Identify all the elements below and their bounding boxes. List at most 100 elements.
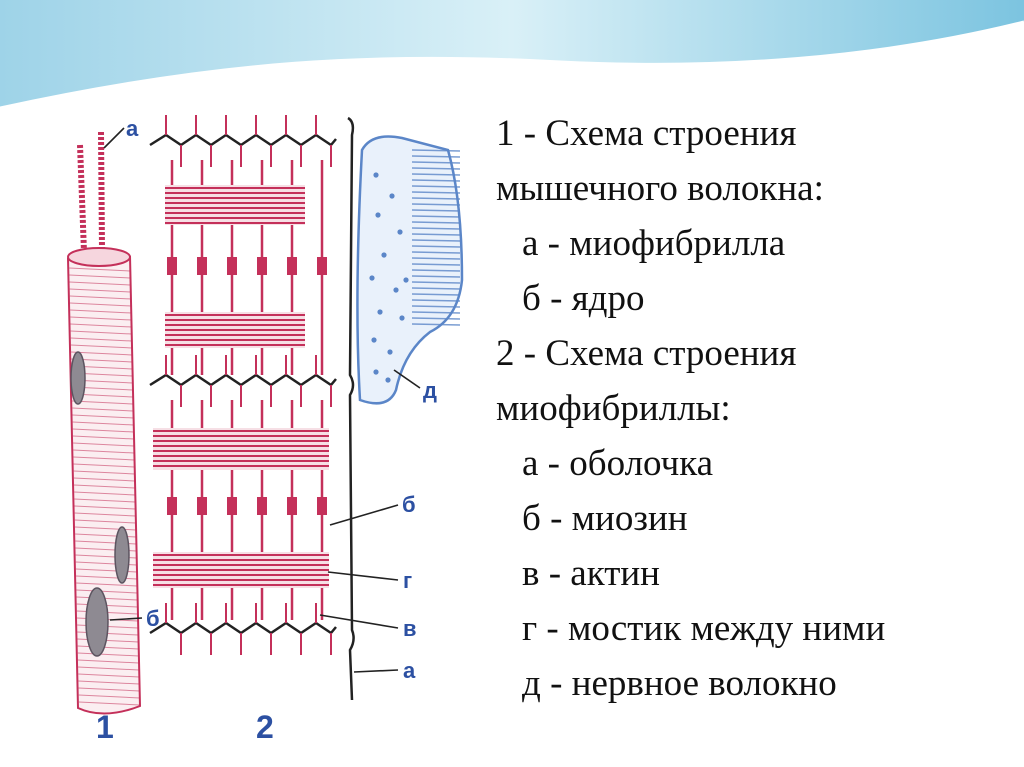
fiber-striation <box>69 295 131 300</box>
legend-item: а - миофибрилла <box>522 223 786 264</box>
legend-item: б - миозин <box>522 498 688 539</box>
leader-line <box>319 614 399 629</box>
fiber-striation <box>72 400 134 405</box>
fiber-striation <box>77 645 139 650</box>
label-leader-lines <box>103 127 421 673</box>
fiber-striation <box>69 281 131 286</box>
myosin-node <box>227 257 237 275</box>
nerve-striation <box>411 293 461 296</box>
fiber-striation <box>72 407 134 412</box>
nerve-striation <box>411 197 461 200</box>
nerve-vesicle <box>369 275 375 281</box>
nerve-striation <box>411 209 461 212</box>
nerve-vesicle <box>387 349 393 355</box>
legend-item: д - нервное волокно <box>522 663 837 704</box>
fiber-striation <box>78 673 140 678</box>
legend: 1 - Схема строения мышечного волокна: а … <box>496 106 1016 711</box>
myosin-node <box>227 497 237 515</box>
nerve-striation <box>411 287 461 290</box>
z-line <box>149 133 337 147</box>
myosin-node <box>317 257 327 275</box>
leader-line <box>103 127 125 149</box>
fiber-striation <box>70 323 132 328</box>
fiber-striation <box>76 575 138 580</box>
label-v-actin: в <box>403 616 417 641</box>
nucleus <box>70 351 86 405</box>
fiber-striation <box>73 449 135 454</box>
fiber-striation <box>74 491 136 496</box>
fiber-striation <box>76 589 138 594</box>
nerve-striation <box>411 281 461 284</box>
muscle-fiber-figure <box>67 131 142 715</box>
fiber-striation <box>70 309 132 314</box>
header-wave-highlight <box>0 20 1024 110</box>
fiber-striation <box>70 337 132 342</box>
nerve-striation <box>411 299 461 302</box>
fiber-striation <box>69 288 131 293</box>
myosin-node <box>167 497 177 515</box>
nerve-vesicle <box>377 309 383 315</box>
nerve-vesicle <box>389 193 395 199</box>
header-wave <box>0 0 1024 108</box>
fiber-striation <box>72 435 134 440</box>
nerve-striation <box>411 263 461 266</box>
fiber-striation <box>74 512 136 517</box>
myosin-node <box>197 257 207 275</box>
myosin-node <box>257 497 267 515</box>
leader-line <box>353 669 399 673</box>
myosin-node <box>167 257 177 275</box>
figure-number-2: 2 <box>256 709 274 745</box>
myosin-node <box>257 257 267 275</box>
nerve-vesicle <box>403 277 409 283</box>
myosin-node <box>287 257 297 275</box>
myosin-node <box>287 497 297 515</box>
z-line <box>149 373 337 387</box>
fiber-striation <box>76 582 138 587</box>
fiber-striation <box>73 442 135 447</box>
nerve-striation <box>411 167 461 170</box>
fiber-striation <box>69 302 132 307</box>
legend-item: в - актин <box>522 553 660 594</box>
nucleus <box>114 526 130 584</box>
myosin-node <box>197 497 207 515</box>
figure-number-1: 1 <box>96 709 114 745</box>
nerve-vesicle <box>375 212 381 218</box>
fiber-striation <box>73 456 135 461</box>
fiber-striation <box>74 519 136 524</box>
nerve-striation <box>411 215 461 218</box>
nerve-striation <box>411 185 461 188</box>
nucleus <box>85 587 109 657</box>
nerve-vesicle <box>393 287 399 293</box>
fiber-striation <box>69 274 131 279</box>
fiber-striation <box>72 421 134 426</box>
legend-heading-2: 2 - Схема строения <box>496 333 797 374</box>
nerve-vesicle <box>381 252 387 258</box>
nerve-striation <box>411 191 461 194</box>
fiber-striation <box>78 680 140 685</box>
label-b-myosin: б <box>402 492 416 517</box>
nerve-ending <box>356 135 464 405</box>
nerve-striation <box>411 173 461 176</box>
fiber-striation <box>74 526 137 531</box>
nerve-vesicle <box>371 337 377 343</box>
legend-item: а - оболочка <box>522 443 714 484</box>
fiber-striation <box>73 463 135 468</box>
fiber-striation <box>69 267 131 272</box>
fiber-striation <box>70 330 132 335</box>
nerve-striation <box>411 155 461 158</box>
label-a-myofibril: а <box>126 116 139 141</box>
nerve-vesicle <box>373 172 379 178</box>
label-d-nerve: д <box>423 378 437 403</box>
fiber-striation <box>74 498 136 503</box>
myosin-band <box>153 428 329 470</box>
fiber-striation <box>77 652 139 657</box>
nerve-fiber <box>356 135 464 405</box>
legend-heading-1-cont: мышечного волокна: <box>496 168 824 209</box>
nerve-striation <box>411 203 461 206</box>
nerve-vesicle <box>397 229 403 235</box>
fiber-striation <box>78 687 140 692</box>
fiber-top-cap <box>67 247 131 267</box>
fiber-striation <box>73 470 135 475</box>
label-b-nucleus: б <box>146 606 160 631</box>
